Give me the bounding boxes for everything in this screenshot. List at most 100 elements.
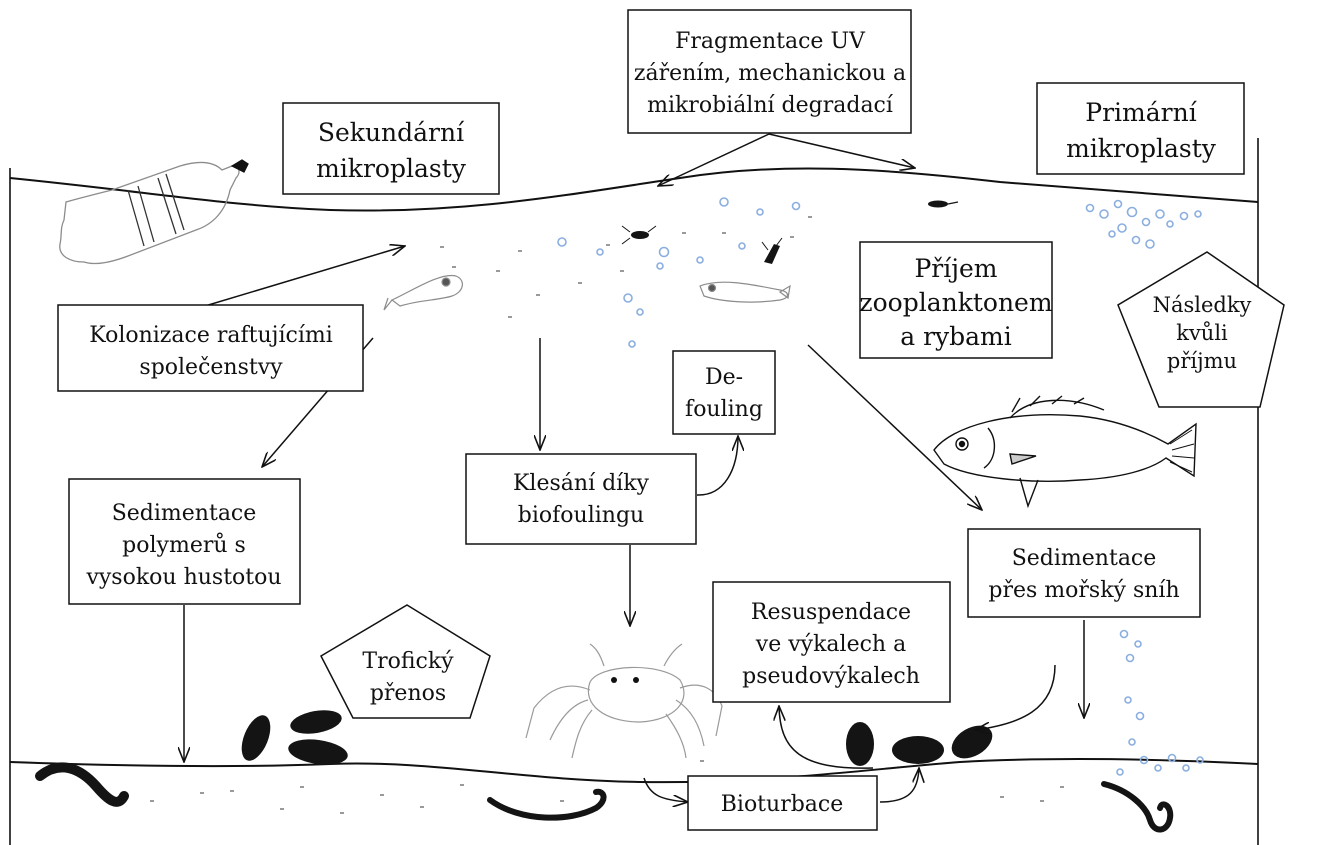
primary-line-2: mikroplasty: [1066, 134, 1217, 163]
microplastic-fleck: [536, 294, 540, 296]
microplastic-fleck: [340, 812, 344, 814]
microplastic-particle: [1135, 711, 1145, 721]
box-sedimentation-marine-snow: [967, 528, 1201, 618]
microplastic-fleck: [1000, 796, 1004, 798]
microplastic-fleck: [700, 760, 704, 762]
colonization-line-2: společenstvy: [139, 355, 283, 380]
microplastic-fleck: [508, 316, 512, 318]
microplastic-particle: [719, 197, 729, 207]
box-colonization: [57, 304, 364, 392]
fish-larva-icon: [383, 274, 463, 311]
resuspension-line-3: pseudovýkalech: [742, 664, 920, 689]
sedimentation-polymers-line-3: vysokou hustotou: [85, 565, 281, 590]
arrow-to-defouling: [696, 436, 738, 496]
box-fragmentation: [627, 9, 912, 134]
microplastic-particle: [1113, 199, 1123, 209]
secondary-line-1: Sekundární: [318, 118, 465, 147]
microplastic-fleck: [578, 282, 582, 284]
microplastic-particle: [1128, 738, 1136, 746]
plastic-bottle-icon: [59, 159, 249, 265]
sinking-line-1: Klesání díky: [513, 471, 650, 496]
sedimentation-polymers-line-1: Sedimentace: [112, 501, 257, 526]
uptake-line-2: zooplanktonem: [859, 288, 1052, 317]
microplastic-fleck: [560, 800, 564, 802]
microplastic-particle: [1167, 753, 1177, 763]
arrow-bioturbation-up: [879, 768, 919, 803]
box-secondary-microplastics: [282, 102, 500, 195]
microplastic-fleck: [496, 270, 500, 272]
box-defouling: [672, 350, 776, 435]
arrow-to-resuspension: [779, 706, 874, 769]
uptake-line-3: a rybami: [900, 322, 1012, 351]
microplastic-fleck: [790, 236, 794, 238]
defouling-line-2: fouling: [685, 397, 763, 422]
microplastic-fleck: [300, 786, 304, 788]
microplastic-particle: [596, 248, 604, 256]
sinking-line-2: biofoulingu: [518, 503, 644, 528]
microplastic-particle: [628, 340, 636, 348]
box-sedimentation-polymers: [68, 478, 301, 605]
microplastic-fleck: [200, 792, 204, 794]
microplastic-fleck: [230, 790, 234, 792]
perch-fish-icon: [933, 395, 1197, 509]
box-primary-microplastics: [1036, 82, 1245, 175]
box-sinking-biofouling: [465, 453, 697, 545]
microplastic-particle: [1166, 220, 1174, 228]
consequences-line-3: příjmu: [1167, 349, 1237, 373]
microplastic-fleck: [440, 246, 444, 248]
worm-icon: [35, 762, 1174, 833]
microplastic-particle: [1154, 764, 1162, 772]
arrow-snow-to-mussels: [975, 664, 1056, 730]
microplastic-particle: [1125, 653, 1135, 663]
fragmentation-line-3: mikrobiální degradací: [647, 93, 894, 118]
sedimentation-polymers-line-2: polymerů s: [122, 531, 246, 558]
microplastic-fleck: [460, 784, 464, 786]
microplastic-particle: [656, 262, 664, 270]
microplastic-fleck: [808, 216, 812, 218]
microplastic-particles: [150, 197, 1204, 814]
microplastic-particle: [1145, 239, 1155, 249]
microplastic-particle: [1139, 755, 1149, 765]
primary-line-1: Primární: [1085, 98, 1197, 127]
microplastic-particle: [738, 242, 746, 250]
box-bioturbation: [687, 775, 878, 831]
microplastic-particle: [1117, 223, 1127, 233]
zooplankton-icon: [621, 200, 959, 264]
microplastic-particle: [636, 308, 644, 316]
crab-icon: [525, 643, 723, 759]
microplastic-fleck: [722, 232, 726, 234]
seafloor-line: [9, 757, 1259, 784]
resuspension-line-2: ve výkalech a: [755, 632, 906, 657]
microplastic-particle: [696, 256, 704, 264]
microplastic-particle: [1108, 230, 1116, 238]
microplastic-particle: [1182, 764, 1190, 772]
microplastic-particle: [1196, 756, 1204, 764]
microplastic-fleck: [150, 800, 154, 802]
marine-snow-line-1: Sedimentace: [1012, 546, 1157, 571]
microplastic-particle: [791, 201, 801, 211]
microplastic-particle: [557, 237, 567, 247]
microplastic-fleck: [682, 232, 686, 234]
fragmentation-line-2: zářením, mechanickou a: [634, 61, 906, 86]
consequences-line-2: kvůli: [1176, 321, 1228, 345]
pentagon-trophic-transfer: [320, 604, 491, 719]
microplastic-particle: [623, 293, 633, 303]
arrow-worm-to-bioturbation: [643, 777, 688, 802]
microplastic-particle: [1179, 211, 1189, 221]
microplastic-particle: [1119, 629, 1129, 639]
arrow-fragmentation-left: [658, 133, 770, 186]
microplastic-fleck: [620, 270, 624, 272]
water-surface-line: [9, 167, 1259, 212]
consequences-line-1: Následky: [1153, 293, 1252, 317]
fragmentation-line-1: Fragmentace UV: [675, 29, 866, 54]
microplastic-fleck: [380, 794, 384, 796]
arrow-colonization-up: [204, 246, 405, 307]
microplastic-particle: [1085, 203, 1095, 213]
fish-larva-icon: [699, 281, 791, 303]
microplastic-fleck: [1060, 786, 1064, 788]
defouling-line-1: De-: [705, 365, 743, 390]
microplastic-particle: [1141, 217, 1151, 227]
microplastic-particle: [658, 246, 670, 258]
microplastic-particle: [756, 208, 764, 216]
